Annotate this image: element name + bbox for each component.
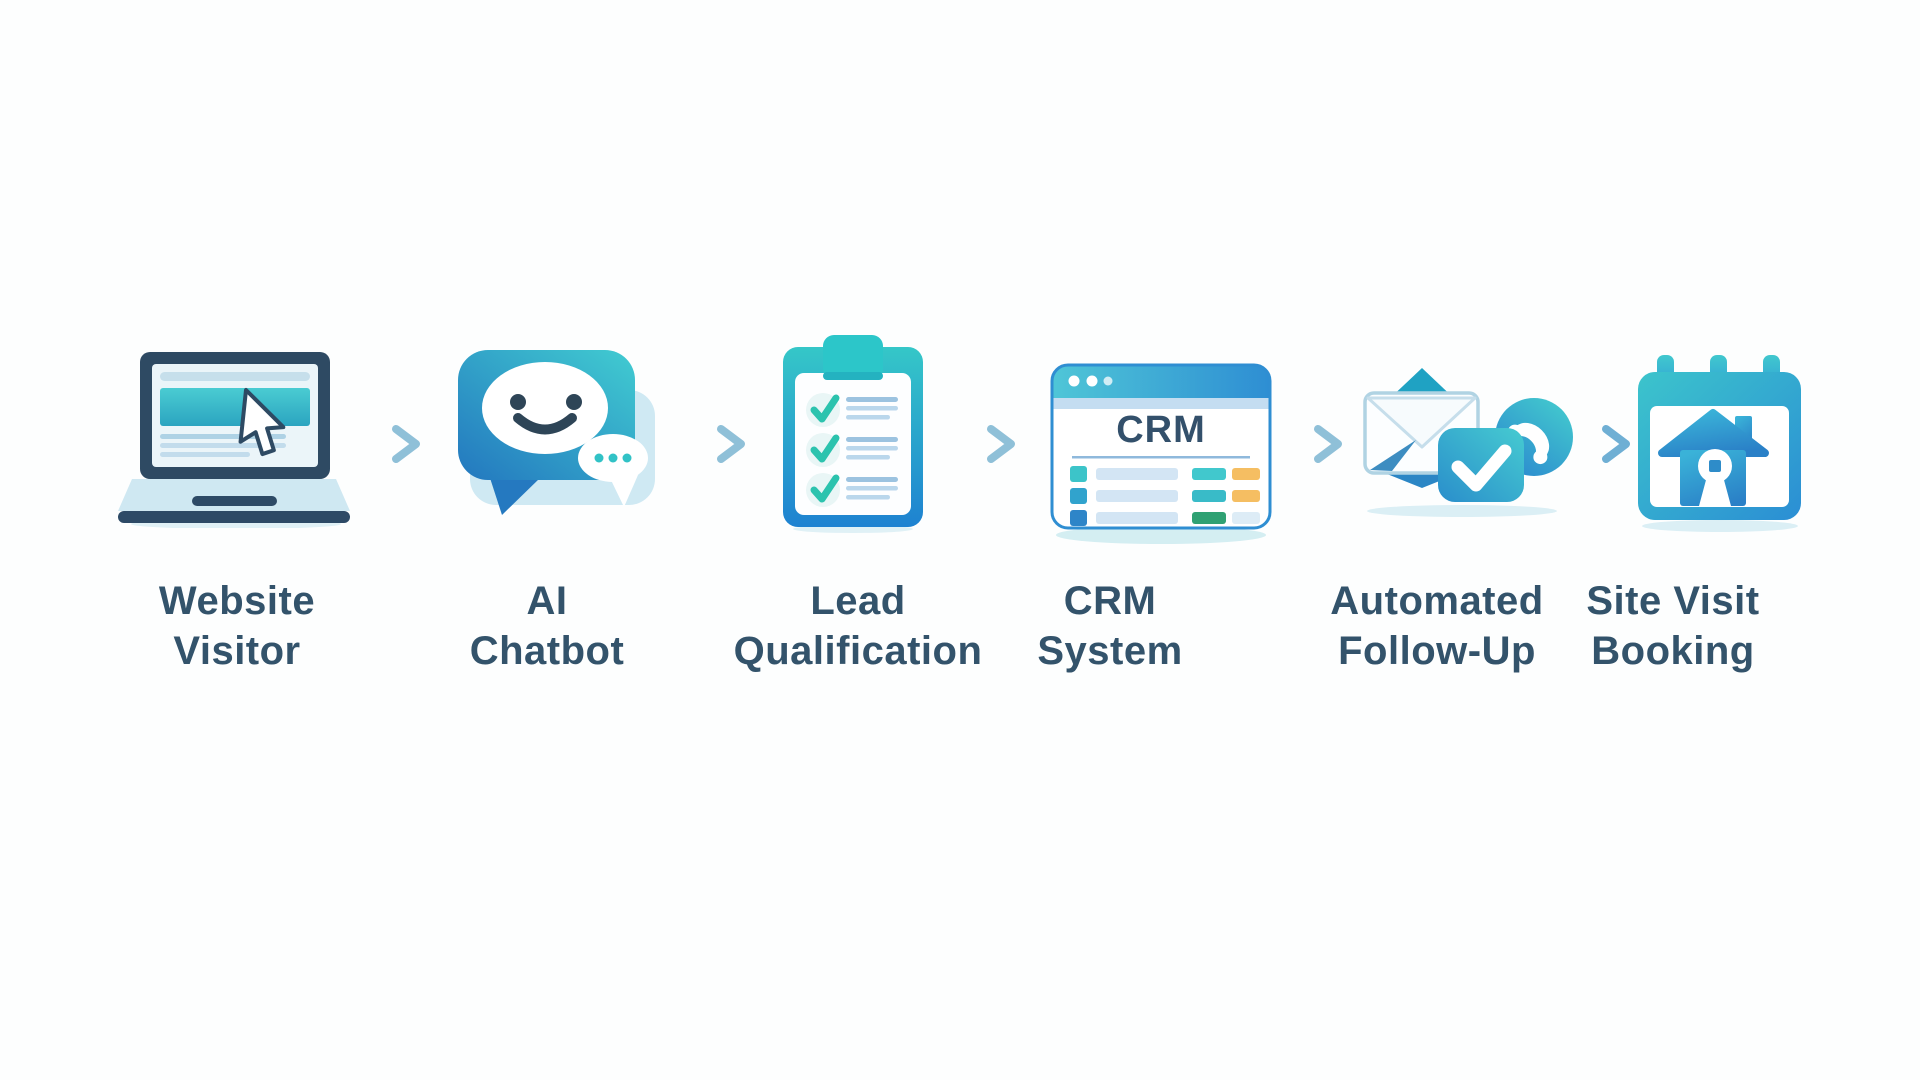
step-label-line: Follow-Up bbox=[1338, 629, 1536, 673]
crm-browser-window-icon: CRM bbox=[1050, 363, 1272, 544]
step-label-crm-system: CRM System bbox=[940, 576, 1280, 676]
step-label-line: AI bbox=[526, 579, 568, 623]
step-label-ai-chatbot: AI Chatbot bbox=[377, 576, 717, 676]
step-label-line: Chatbot bbox=[469, 629, 625, 673]
step-label-line: Website bbox=[158, 579, 316, 623]
flow-arrow bbox=[1568, 425, 1630, 463]
flow-arrow bbox=[683, 425, 745, 463]
crm-window-title: CRM bbox=[1116, 409, 1206, 451]
calendar-house-icon bbox=[1638, 355, 1801, 532]
flow-arrow bbox=[1280, 425, 1342, 463]
step-label-line: Lead bbox=[810, 579, 906, 623]
step-label-website-visitor: Website Visitor bbox=[67, 576, 407, 676]
step-label-lead-qualification: Lead Qualification bbox=[688, 576, 1028, 676]
step-label-line: Qualification bbox=[733, 629, 983, 673]
step-label-line: Visitor bbox=[173, 629, 301, 673]
step-label-site-visit-booking: Site Visit Booking bbox=[1503, 576, 1843, 676]
envelope-check-phone-icon bbox=[1363, 368, 1573, 517]
chat-bubble-smiley-icon bbox=[458, 350, 655, 515]
step-label-automated-follow-up: Automated Follow-Up bbox=[1267, 576, 1607, 676]
step-label-line: Booking bbox=[1591, 629, 1755, 673]
flow-arrow bbox=[358, 425, 420, 463]
flow-arrow bbox=[953, 425, 1015, 463]
step-label-line: Automated bbox=[1330, 579, 1544, 623]
step-label-line: CRM bbox=[1063, 579, 1157, 623]
house-glyph bbox=[1658, 409, 1769, 506]
step-label-line: System bbox=[1037, 629, 1183, 673]
step-label-line: Site Visit bbox=[1586, 579, 1760, 623]
laptop-cursor-icon bbox=[118, 352, 350, 528]
clipboard-checklist-icon bbox=[783, 335, 923, 533]
